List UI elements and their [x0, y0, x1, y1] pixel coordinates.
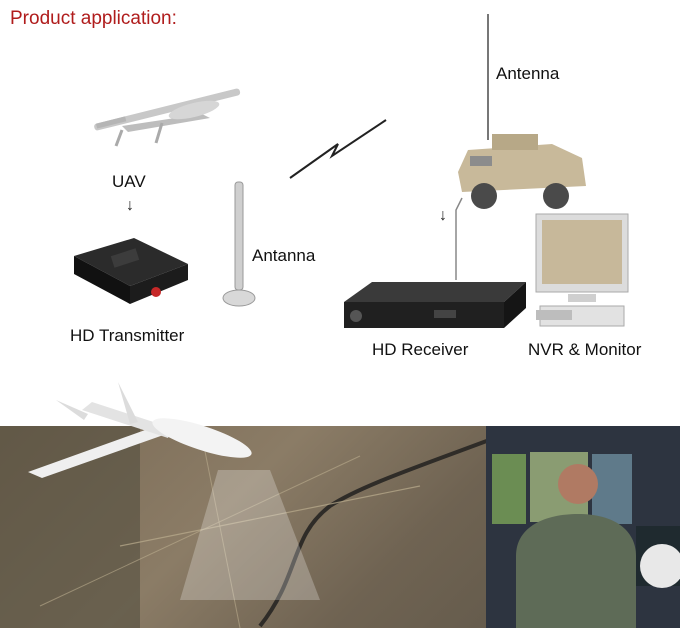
receiver-antenna-label: Antenna [496, 64, 560, 83]
wireless-link-icon [289, 119, 387, 179]
operator-icon [516, 464, 636, 628]
receiver-icon [344, 282, 526, 328]
page-title: Product application: [10, 8, 177, 29]
cable-line [455, 197, 463, 280]
hd-transmitter-label: HD Transmitter [70, 326, 185, 345]
arrow-down-icon: ↓ [126, 197, 134, 214]
uav-icon [94, 88, 241, 147]
monitor-icon [535, 213, 629, 327]
armored-vehicle-icon [458, 134, 586, 209]
receiver-antenna-mast-icon [487, 14, 489, 140]
drone-icon [28, 382, 252, 478]
arrow-down-icon: ↓ [439, 207, 447, 224]
aerial-map-details [0, 426, 501, 628]
transmitter-icon [74, 238, 188, 304]
antenna-icon [222, 181, 256, 307]
nvr-monitor-label: NVR & Monitor [528, 340, 642, 359]
transmitter-antenna-label: Antanna [252, 246, 316, 265]
uav-label: UAV [112, 172, 146, 191]
hd-receiver-label: HD Receiver [372, 340, 469, 359]
